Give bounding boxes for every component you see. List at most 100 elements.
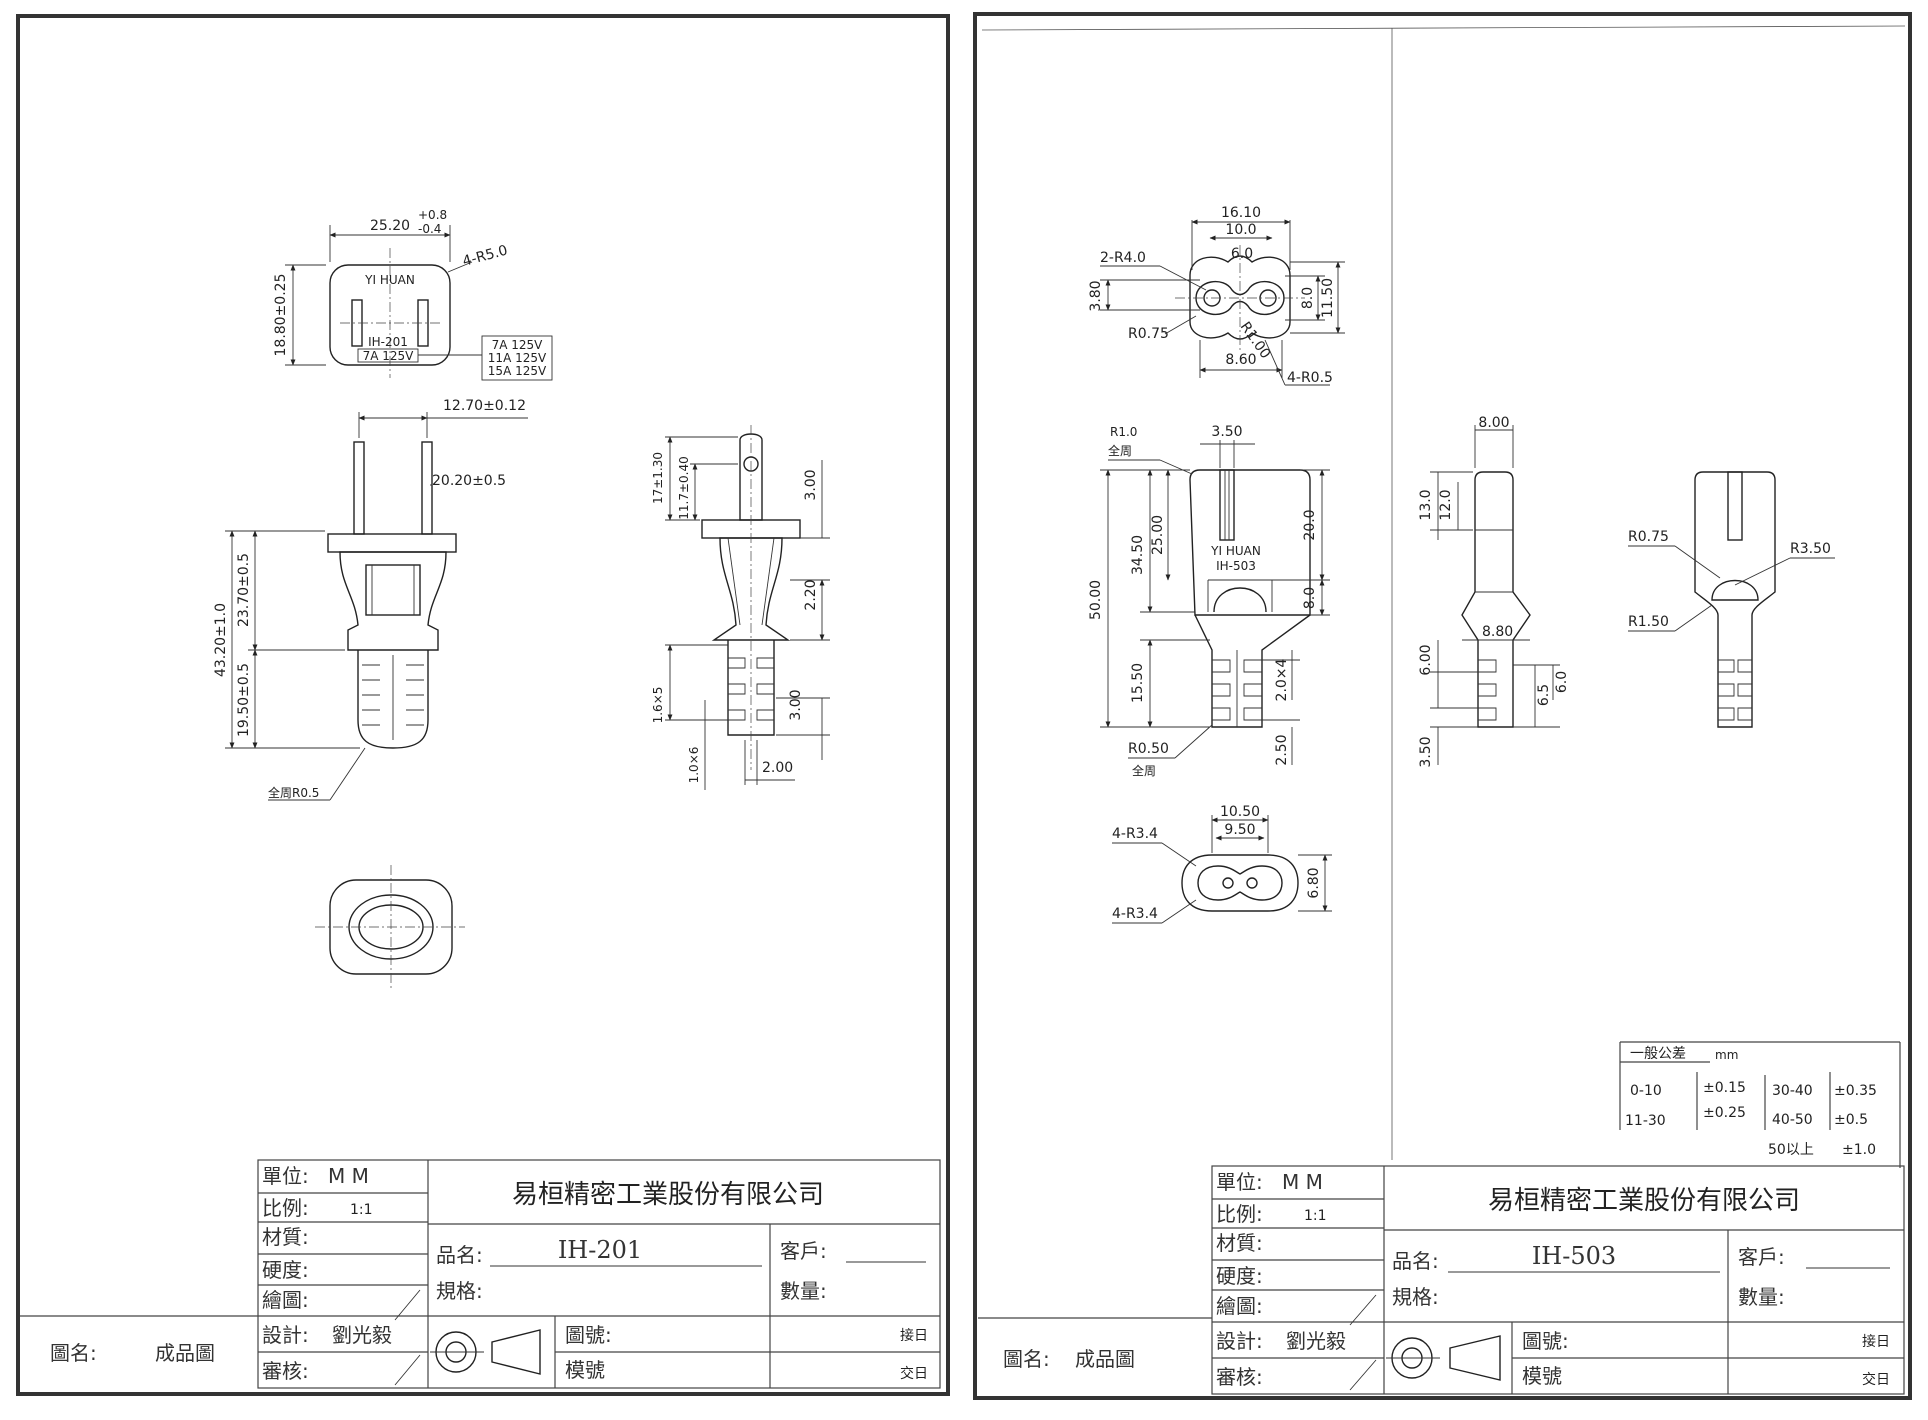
- top-tol-plus: +0.8: [418, 208, 447, 222]
- c7-bottom-inner: [1197, 865, 1283, 901]
- lower-length-dim: 19.50±0.5: [236, 663, 252, 737]
- left-unit-label: 單位:: [262, 1164, 309, 1188]
- front-top-w: 3.50: [1211, 424, 1242, 440]
- right-drawn-label: 繪圖:: [1216, 1294, 1263, 1318]
- section-r075: R0.75: [1628, 529, 1669, 545]
- side-h5: 6.0: [1554, 671, 1570, 693]
- right-section-view: R0.75 R3.50 R1.50: [1628, 471, 1835, 728]
- side-h4: 6.5: [1536, 684, 1552, 706]
- pin-spacing-dim: 12.70±0.12: [443, 398, 526, 414]
- tolerance-tol-4: ±0.5: [1834, 1112, 1868, 1128]
- pin-left: [353, 441, 365, 535]
- left-unit: M M: [328, 1164, 369, 1188]
- left-quantity-label: 數量:: [780, 1279, 827, 1303]
- side-w: 8.00: [1478, 415, 1509, 431]
- front-l1: 34.50: [1130, 535, 1146, 575]
- right-scale-label: 比例:: [1216, 1202, 1263, 1226]
- side-h2: 12.0: [1438, 489, 1454, 520]
- right-mold-no-label: 模號: [1522, 1364, 1562, 1388]
- side-dim-2: 2.20: [803, 579, 819, 610]
- right-front-view: YI HUAN IH-503 R1.0 全周 3.50 50.00 34.50 …: [1088, 424, 1330, 778]
- c7-front-brand: YI HUAN: [1210, 544, 1261, 558]
- right-product: IH-503: [1532, 1242, 1616, 1270]
- tolerance-tol-3: ±0.35: [1834, 1083, 1877, 1099]
- front-l3: 20.0: [1302, 509, 1318, 540]
- tolerance-tol-1: ±0.15: [1703, 1080, 1746, 1096]
- left-company: 易桓精密工業股份有限公司: [512, 1180, 824, 1210]
- left-bottom-view: [315, 865, 465, 990]
- side-h3: 6.00: [1418, 644, 1434, 675]
- top-model-text: IH-201: [368, 335, 408, 349]
- right-unit-label: 單位:: [1216, 1170, 1263, 1194]
- front-bot: 2.50: [1274, 734, 1290, 765]
- c7-bottom-outline: [1181, 854, 1299, 912]
- side-dim-1: 3.00: [803, 469, 819, 500]
- left-deliver-label: 交日: [900, 1365, 928, 1382]
- left-product: IH-201: [558, 1236, 642, 1264]
- c7-front-arch: [1213, 587, 1267, 613]
- side-pin-length: 17±1.30: [651, 452, 665, 504]
- face-r075: R0.75: [1128, 326, 1169, 342]
- side-rib-width: 1.0×6: [687, 747, 701, 784]
- side-rib-pitch: 1.6×5: [651, 687, 665, 724]
- front-l5: 15.50: [1130, 663, 1146, 703]
- section-r350: R3.50: [1790, 541, 1831, 557]
- tolerance-tol-2: ±0.25: [1703, 1105, 1746, 1121]
- right-hardness-label: 硬度:: [1216, 1264, 1263, 1288]
- side-ribs: [728, 657, 774, 721]
- face-radius-a: 2-R4.0: [1100, 250, 1146, 266]
- right-drawing-name-label: 圖名:: [1003, 1347, 1050, 1371]
- face-bottom-w: 8.60: [1225, 352, 1256, 368]
- right-drawing-name: 成品圖: [1075, 1347, 1135, 1371]
- bottom-w2: 9.50: [1224, 822, 1255, 838]
- right-sheet-frame: [973, 12, 1912, 1400]
- side-dim-3: 3.00: [788, 689, 804, 720]
- rating-option-3: 15A 125V: [488, 364, 547, 378]
- front-l2: 25.00: [1150, 515, 1166, 555]
- face-left-h: 3.80: [1088, 280, 1104, 311]
- left-designer: 劉光毅: [332, 1323, 392, 1347]
- c7-face-outline: [1189, 255, 1291, 340]
- c7-front-slot: [1219, 469, 1235, 541]
- right-designer: 劉光毅: [1286, 1329, 1346, 1353]
- plug-flange: [327, 533, 457, 553]
- tolerance-table: 一般公差 mm 0-10 ±0.15 11-30 ±0.25 30-40 ±0.…: [1619, 1041, 1901, 1168]
- left-material-label: 材質:: [262, 1225, 309, 1249]
- left-spec-label: 規格:: [436, 1279, 483, 1303]
- top-brand-text: YI HUAN: [364, 273, 415, 287]
- right-quantity-label: 數量:: [1738, 1285, 1785, 1309]
- left-hardness-label: 硬度:: [262, 1258, 309, 1282]
- c7-section-ribs: [1718, 659, 1752, 721]
- side-hole-pos: 11.7±0.40: [677, 456, 691, 520]
- left-drawing-name-label: 圖名:: [50, 1341, 97, 1365]
- left-scale: 1:1: [350, 1202, 373, 1218]
- front-total: 50.00: [1088, 580, 1104, 620]
- left-side-view: 17±1.30 11.7±0.40 1.6×5 1.0×6 3.00 2.20 …: [651, 425, 830, 790]
- left-drawing-no-label: 圖號:: [565, 1323, 612, 1347]
- left-receive-label: 接日: [900, 1327, 928, 1344]
- side-h6: 3.50: [1418, 736, 1434, 767]
- bottom-r-top: 4-R3.4: [1112, 826, 1158, 842]
- face-h2: 11.50: [1320, 278, 1336, 318]
- bottom-r-bot: 4-R3.4: [1112, 906, 1158, 922]
- c7-front-tail: [1194, 614, 1311, 728]
- tolerance-title: 一般公差: [1630, 1046, 1686, 1062]
- left-sheet-frame: [16, 14, 950, 1396]
- top-width-dim: 25.20: [370, 218, 410, 234]
- corner-note: 全周R0.5: [268, 785, 319, 800]
- top-radius-dim: 4-R5.0: [461, 243, 510, 270]
- right-design-label: 設計:: [1216, 1329, 1263, 1353]
- right-bottom-view: 10.50 9.50 4-R3.4 4-R3.4 6.80: [1112, 804, 1332, 924]
- tolerance-range-3: 30-40: [1772, 1083, 1813, 1099]
- side-body: [711, 537, 791, 641]
- c7-front-model: IH-503: [1216, 559, 1256, 573]
- left-product-label: 品名:: [436, 1243, 483, 1267]
- tolerance-range-5: 50以上: [1768, 1142, 1814, 1158]
- c7-section-outline: [1694, 471, 1776, 728]
- front-all-round: 全周: [1108, 443, 1132, 458]
- top-tol-minus: -0.4: [418, 222, 441, 236]
- side-h1: 13.0: [1418, 489, 1434, 520]
- top-rating-text: 7A 125V: [363, 349, 415, 363]
- right-customer-label: 客戶:: [1738, 1245, 1785, 1269]
